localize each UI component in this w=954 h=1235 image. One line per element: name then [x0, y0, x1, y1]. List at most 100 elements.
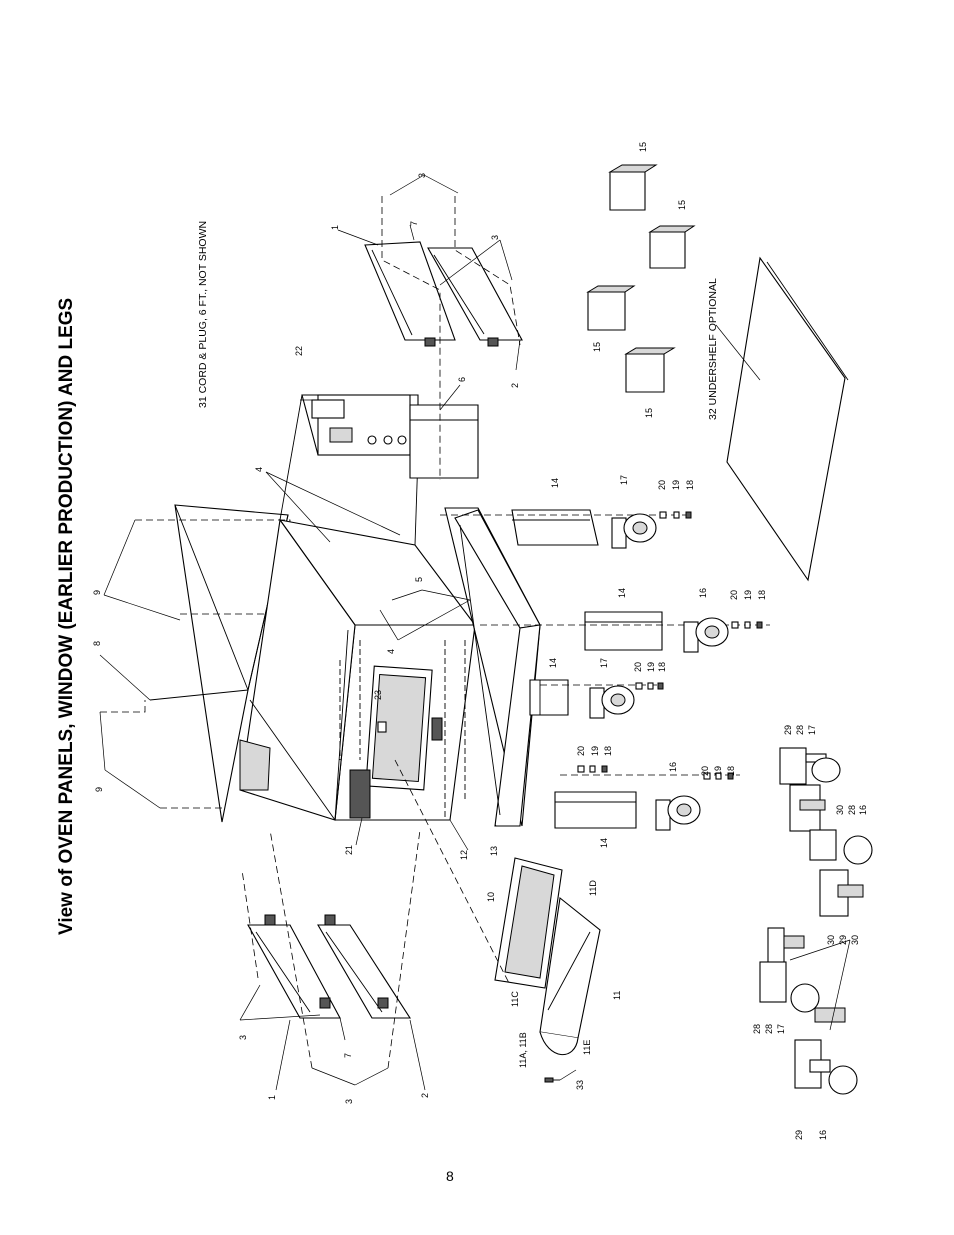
callout-22: 22	[294, 346, 304, 356]
left-panel-mount-line-2	[387, 829, 421, 1069]
callout-14-b: 14	[617, 588, 627, 598]
caster-detail-assembly	[759, 747, 873, 1095]
right-panel-upper	[364, 241, 456, 347]
page-number: 8	[446, 1168, 454, 1184]
callout-29-b: 29	[838, 935, 848, 945]
left-panel-mount-line-1	[241, 869, 259, 979]
leg-14-b	[584, 611, 663, 651]
callout-14-c: 14	[548, 658, 558, 668]
callout-33: 33	[575, 1080, 585, 1090]
callout-18-b: 18	[757, 590, 767, 600]
callout-3-top: 3	[417, 173, 427, 178]
callout-19-b: 19	[743, 590, 753, 600]
callout-11c: 11C	[510, 991, 520, 1007]
callout-11d: 11D	[588, 880, 598, 896]
callout-11: 11	[612, 991, 622, 1000]
callout-13: 13	[489, 846, 499, 856]
callout-19-e: 19	[713, 766, 723, 776]
callout-30-c: 30	[850, 935, 860, 945]
vent-slots-right	[444, 640, 466, 820]
callout-18-a: 18	[685, 480, 695, 490]
callout-28-b: 28	[847, 805, 857, 815]
callout-20-d: 20	[576, 746, 586, 756]
leader-lines	[99, 174, 851, 1091]
callout-2-top: 2	[510, 383, 520, 388]
callout-21: 21	[344, 845, 354, 855]
callout-17-c: 17	[807, 725, 817, 735]
caster-17-b	[589, 685, 635, 719]
caster-detail-1	[779, 747, 841, 832]
leg-14-a	[511, 509, 599, 546]
callout-11e: 11E	[582, 1040, 592, 1055]
control-knob-2	[383, 435, 393, 445]
callout-17-a: 17	[619, 475, 629, 485]
callout-14-d: 14	[599, 838, 609, 848]
right-panel-lower	[427, 247, 523, 347]
hardware-stack-c	[635, 682, 664, 690]
callout-28-a: 28	[795, 725, 805, 735]
leg-14-d	[554, 791, 637, 829]
callout-12: 12	[459, 850, 469, 860]
leg-bracket-15-a	[608, 164, 658, 211]
callout-17-d: 17	[776, 1024, 786, 1034]
callout-8: 8	[92, 641, 102, 646]
caster-detail-2	[809, 829, 873, 917]
label-23	[377, 721, 387, 733]
callout-19-c: 19	[646, 662, 656, 672]
left-panel-mount-line-3	[269, 829, 313, 1069]
cover-mount-line-left	[100, 700, 146, 713]
callout-2-left: 2	[420, 1093, 430, 1098]
callout-29-a: 29	[783, 725, 793, 735]
callout-17-b: 17	[599, 658, 609, 668]
callout-30-a: 30	[835, 805, 845, 815]
handle-12	[431, 717, 443, 741]
callout-5: 5	[414, 577, 424, 582]
callout-1-left: 1	[267, 1095, 277, 1100]
hardware-stack-b	[731, 621, 763, 629]
left-panel-lower	[317, 914, 412, 1019]
callout-20-e: 20	[700, 766, 710, 776]
callout-16-a: 16	[698, 588, 708, 598]
callout-15-c: 15	[592, 342, 602, 352]
hardware-stack-a	[659, 511, 692, 519]
callout-19-a: 19	[671, 480, 681, 490]
leg-bracket-15-c	[586, 285, 636, 331]
callout-28-c: 28	[752, 1024, 762, 1034]
control-box	[279, 394, 419, 546]
callout-1-top: 1	[330, 225, 340, 230]
callout-15-d: 15	[644, 408, 654, 418]
caster-16-b	[655, 795, 701, 831]
screw-33	[544, 1077, 560, 1083]
callout-30-b: 30	[826, 935, 836, 945]
callout-6: 6	[457, 377, 467, 382]
callout-28-d: 28	[764, 1024, 774, 1034]
callout-4-bottom: 4	[386, 649, 396, 654]
undershelf	[726, 256, 849, 582]
callout-7-top: 7	[409, 221, 419, 226]
base-shelf	[444, 507, 541, 827]
digital-display	[329, 427, 353, 443]
callout-18-e: 18	[726, 766, 736, 776]
callout-18-d: 18	[603, 746, 613, 756]
callout-3-upper-right: 3	[490, 235, 500, 240]
page-title: View of OVEN PANELS, WINDOW (EARLIER PRO…	[56, 298, 77, 935]
leg-bracket-15-d	[624, 347, 676, 393]
callout-3-left-lower: 3	[344, 1099, 354, 1104]
callout-3-left-upper: 3	[238, 1035, 248, 1040]
callout-4-top: 4	[254, 467, 264, 472]
callout-7-left: 7	[343, 1053, 353, 1058]
note-undershelf-optional: 32 UNDERSHELF OPTIONAL	[707, 278, 719, 420]
callout-15-b: 15	[677, 200, 687, 210]
window-frame-10	[494, 857, 563, 989]
hardware-stack-e	[577, 765, 608, 773]
window-door-11	[539, 896, 601, 1056]
leg-14-c	[529, 679, 569, 716]
callout-18-c: 18	[657, 662, 667, 672]
callout-9-left: 9	[94, 787, 104, 792]
callout-19-d: 19	[590, 746, 600, 756]
callout-10: 10	[486, 892, 496, 902]
callout-14-a: 14	[550, 478, 560, 488]
callout-20-b: 20	[729, 590, 739, 600]
callout-20-c: 20	[633, 662, 643, 672]
callout-29-c: 29	[794, 1130, 804, 1140]
